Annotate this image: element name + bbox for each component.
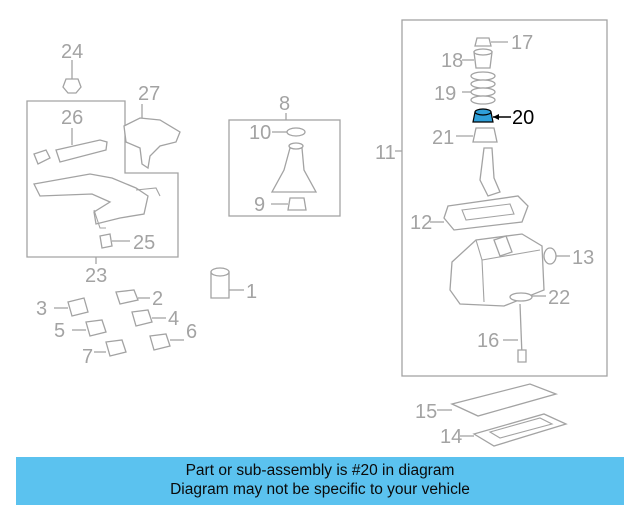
notice-line-2: Diagram may not be specific to your vehi…: [170, 481, 470, 498]
part-7-switch: [94, 339, 127, 357]
callout-27: 27: [138, 83, 160, 105]
part-shift-lever: [479, 147, 501, 197]
part-5-switch: [72, 319, 107, 337]
callout-23: 23: [85, 265, 107, 287]
part-22-seal: [509, 292, 546, 302]
part-shift-boot: [270, 142, 318, 193]
callout-19: 19: [434, 83, 456, 105]
part-handbrake-lever: [33, 173, 161, 229]
callout-7: 7: [82, 346, 93, 368]
callout-24: 24: [61, 41, 83, 63]
notice-line-1: Part or sub-assembly is #20 in diagram: [185, 462, 455, 479]
callout-22: 22: [548, 287, 570, 309]
callout-5: 5: [54, 320, 65, 342]
callout-18: 18: [441, 50, 463, 72]
callout-11: 11: [375, 142, 396, 164]
callout-21: 21: [432, 127, 454, 149]
part-13-grommet: [543, 247, 570, 265]
callout-13: 13: [572, 247, 594, 269]
group-8-box: [228, 119, 341, 217]
part-18-cap: [462, 48, 493, 69]
part-21-bushing: [456, 127, 498, 143]
part-4-switch: [131, 309, 166, 327]
callout-10: 10: [249, 122, 271, 144]
part-27-lever-boot: [123, 104, 181, 170]
callout-14: 14: [440, 426, 462, 448]
callout-6: 6: [186, 321, 197, 343]
part-6-switch: [149, 333, 184, 351]
part-14-gasket: [460, 413, 568, 447]
callout-16: 16: [477, 330, 499, 352]
callout-26: 26: [61, 107, 83, 129]
part-9-clip: [271, 197, 307, 211]
part-10-ring: [272, 127, 306, 137]
callout-1: 1: [246, 281, 257, 303]
part-26-handle-grip: [33, 128, 108, 165]
callout-15: 15: [415, 401, 437, 423]
callout-17: 17: [511, 32, 533, 54]
part-24-nut: [62, 60, 82, 94]
part-1-switch: [210, 267, 244, 299]
part-3-switch: [54, 297, 89, 317]
callout-9: 9: [254, 194, 265, 216]
part-17-nut: [474, 37, 508, 47]
part-shifter-housing: [449, 233, 545, 307]
part-16-cable: [503, 303, 527, 363]
part-19-spring: [462, 71, 496, 105]
group-23-box: [26, 100, 179, 258]
callout-20: 20: [512, 107, 534, 129]
callout-3: 3: [36, 298, 47, 320]
callout-2: 2: [152, 288, 163, 310]
part-2-switch: [115, 289, 150, 305]
callout-12: 12: [410, 212, 432, 234]
callout-8: 8: [279, 93, 290, 115]
part-12-plate: [430, 195, 529, 231]
part-15-cover: [437, 383, 559, 417]
callout-25: 25: [133, 232, 155, 254]
part-20-highlighted: [472, 108, 511, 123]
callout-4: 4: [168, 308, 179, 330]
group-11-box: [401, 19, 608, 377]
part-25-clip: [99, 233, 130, 249]
notice-banner: Part or sub-assembly is #20 in diagram D…: [16, 457, 624, 505]
